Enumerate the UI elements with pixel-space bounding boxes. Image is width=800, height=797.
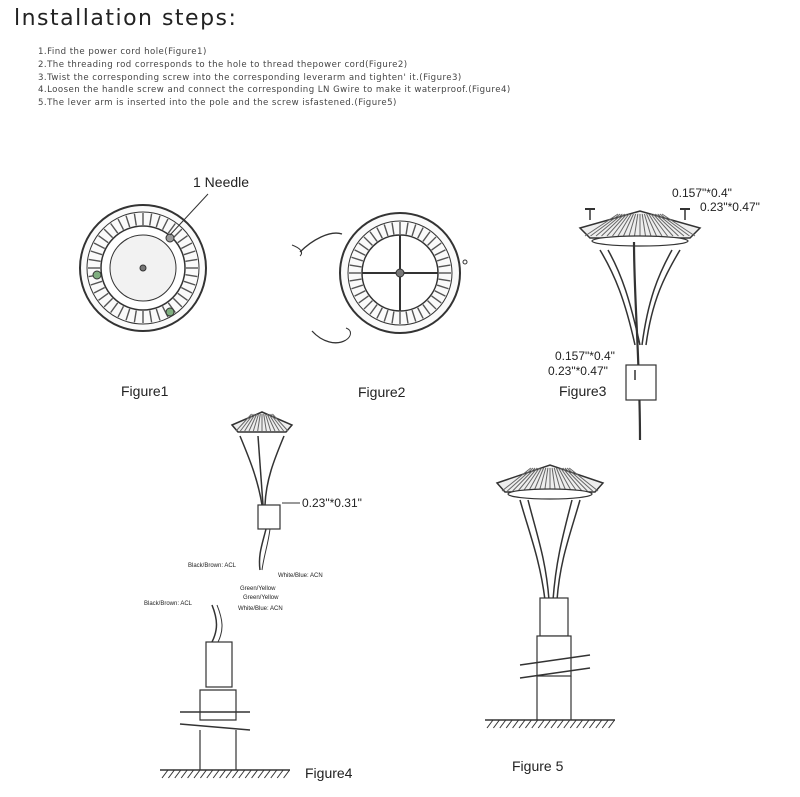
figure1-label: Figure1 — [121, 383, 169, 399]
figure3-dim-top-1: 0.157"*0.4" — [672, 186, 732, 200]
step-3: 3.Twist the corresponding screw into the… — [38, 72, 462, 83]
figure3-dim-top-2: 0.23"*0.47" — [700, 200, 760, 214]
figure4-wire-black-2: Black/Brown: ACL — [144, 601, 193, 607]
figure2-label: Figure2 — [358, 384, 406, 400]
page-title: lnstallation steps: — [14, 6, 238, 31]
figure5-label: Figure 5 — [512, 758, 564, 774]
figure4-wire-white-2: White/Blue: ACN — [238, 606, 283, 612]
step-1: 1.Find the power cord hole(Figure1) — [38, 47, 207, 57]
step-4: 4.Loosen the handle screw and connect th… — [38, 85, 511, 96]
figure4-wire-white-1: White/Blue: ACN — [278, 573, 323, 579]
step-5: 5.The lever arm is inserted into the pol… — [38, 98, 397, 109]
figure1-callout: 1 Needle — [193, 174, 250, 190]
step-2: 2.The threading rod corresponds to the h… — [38, 59, 408, 70]
figure3-dim-bottom-1: 0.157"*0.4" — [555, 349, 615, 363]
figure4-wire-green-2: Green/Yellow — [243, 595, 279, 601]
figure3-dim-bottom-2: 0.23"*0.47" — [548, 364, 608, 378]
figure3-label: Figure3 — [559, 383, 607, 399]
figure4-wire-black-1: Black/Brown: ACL — [188, 563, 237, 569]
figure4-wire-green-1: Green/Yellow — [240, 586, 276, 592]
figure4-dim: 0.23"*0.31" — [302, 496, 362, 510]
figure4-label: Figure4 — [305, 765, 353, 781]
installation-steps-list: 1.Find the power cord hole(Figure1) 2.Th… — [38, 46, 511, 110]
